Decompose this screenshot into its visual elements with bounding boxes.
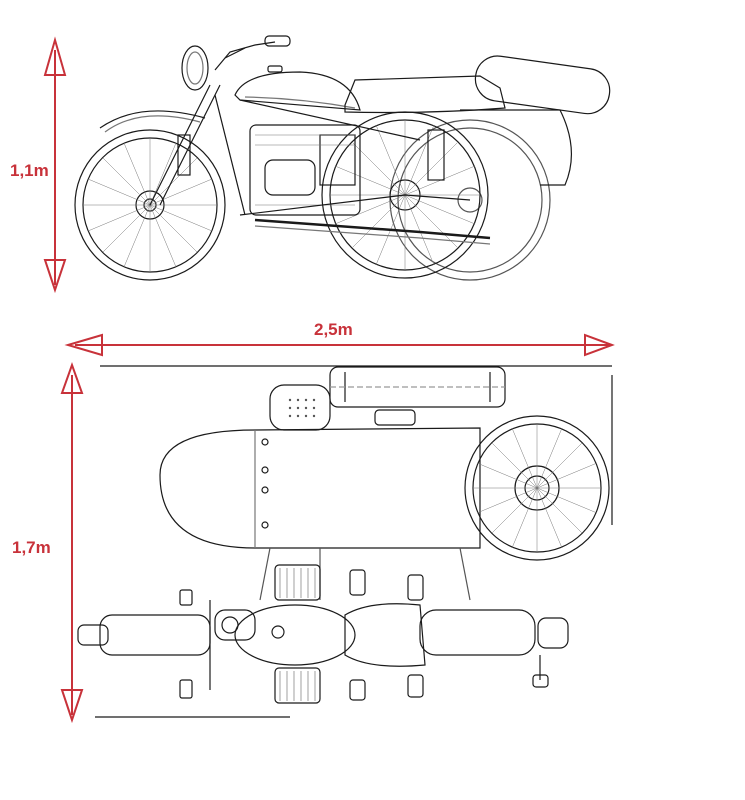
top-seat — [344, 603, 426, 667]
top-sidecar-tub — [159, 427, 481, 549]
side-view-drawing — [74, 35, 611, 281]
side-sidecar-wheel — [389, 119, 551, 281]
side-front-fender — [99, 110, 206, 129]
length-dimension-label: 2,5m — [314, 320, 353, 339]
top-sidecar-wheel — [464, 415, 610, 561]
side-sidecar-body — [460, 55, 611, 186]
top-view-drawing — [77, 365, 613, 718]
side-engine — [249, 124, 361, 216]
top-luggage-roll — [329, 366, 506, 426]
side-fuel-tank — [234, 71, 361, 111]
side-frame — [214, 94, 491, 245]
length-dimension-arrow — [64, 333, 615, 357]
width-dimension-arrow — [60, 362, 84, 724]
dimension-arrows — [43, 36, 615, 724]
height-dimension-arrow — [43, 36, 67, 294]
top-cylinder-lower — [274, 667, 321, 704]
top-fuel-tank — [234, 604, 356, 666]
side-handlebar — [214, 35, 291, 71]
height-dimension-label: 1,1m — [10, 161, 49, 180]
side-headlight — [181, 45, 209, 91]
top-motorcycle — [77, 564, 569, 704]
top-cylinder-upper — [274, 564, 321, 601]
side-seat — [344, 75, 506, 114]
width-dimension-label: 1,7m — [12, 538, 51, 557]
side-front-fork — [149, 84, 221, 206]
